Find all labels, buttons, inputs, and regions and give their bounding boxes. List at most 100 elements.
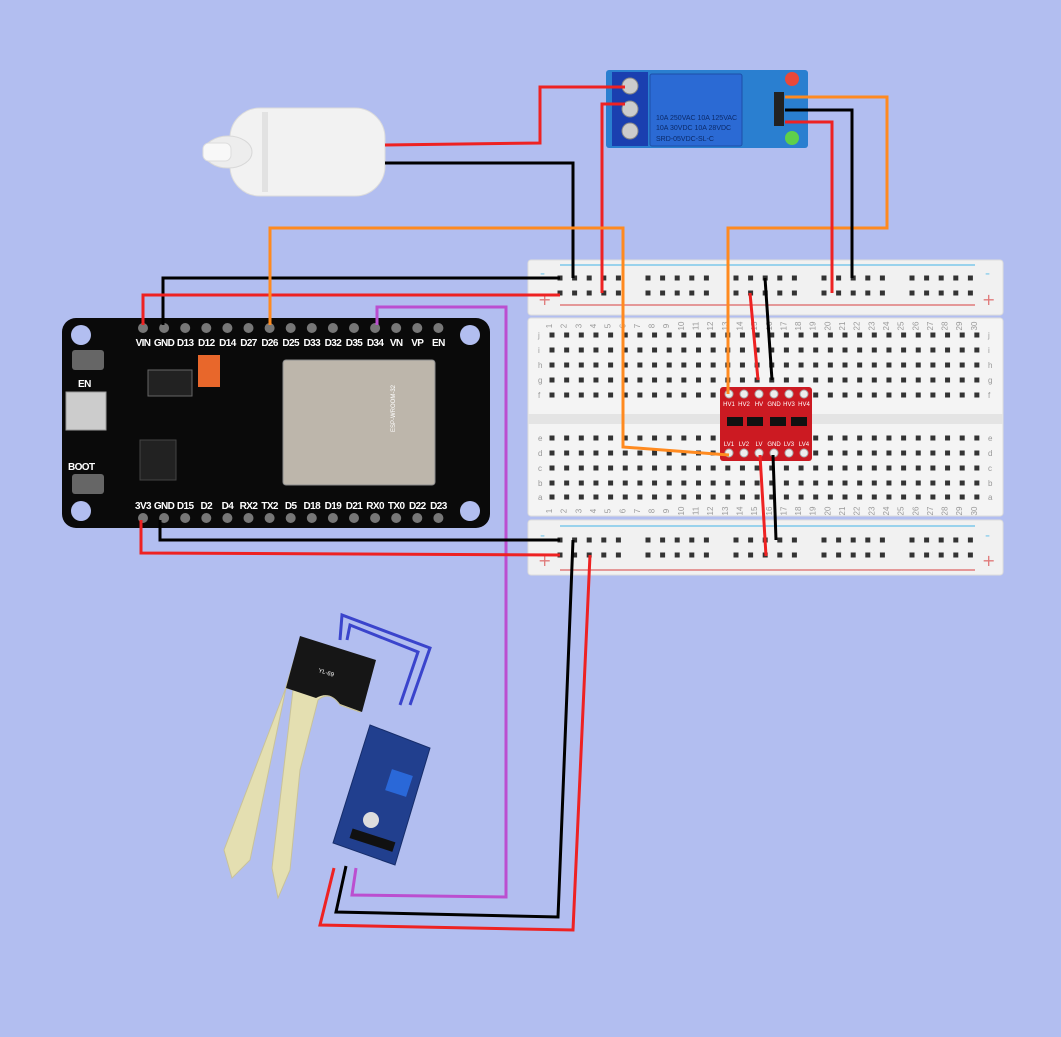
breadboard-hole[interactable]: [945, 494, 951, 500]
power-rail-hole[interactable]: [924, 537, 930, 543]
breadboard-hole[interactable]: [901, 450, 907, 456]
power-rail-hole[interactable]: [791, 537, 797, 543]
breadboard-hole[interactable]: [813, 465, 819, 471]
breadboard-hole[interactable]: [783, 465, 789, 471]
breadboard-hole[interactable]: [564, 332, 570, 338]
breadboard-hole[interactable]: [945, 435, 951, 441]
breadboard-hole[interactable]: [593, 392, 599, 398]
breadboard-hole[interactable]: [681, 347, 687, 353]
breadboard-hole[interactable]: [974, 377, 980, 383]
power-rail-hole[interactable]: [615, 552, 621, 558]
breadboard-hole[interactable]: [578, 332, 584, 338]
breadboard-hole[interactable]: [974, 450, 980, 456]
breadboard-hole[interactable]: [710, 392, 716, 398]
breadboard-hole[interactable]: [622, 494, 628, 500]
power-rail-hole[interactable]: [791, 290, 797, 296]
breadboard-hole[interactable]: [886, 435, 892, 441]
esp32-pin-vp[interactable]: [412, 323, 423, 333]
breadboard-hole[interactable]: [696, 332, 701, 338]
breadboard-hole[interactable]: [915, 377, 921, 383]
breadboard-hole[interactable]: [652, 332, 658, 338]
power-rail-hole[interactable]: [791, 275, 797, 281]
breadboard-hole[interactable]: [871, 480, 877, 486]
power-rail-hole[interactable]: [586, 275, 592, 281]
breadboard-hole[interactable]: [637, 392, 643, 398]
breadboard-hole[interactable]: [681, 392, 687, 398]
breadboard-hole[interactable]: [945, 332, 951, 338]
power-rail-hole[interactable]: [572, 290, 578, 296]
breadboard-hole[interactable]: [637, 347, 643, 353]
breadboard-hole[interactable]: [959, 494, 965, 500]
power-rail-hole[interactable]: [909, 275, 915, 281]
breadboard-hole[interactable]: [857, 377, 863, 383]
breadboard-hole[interactable]: [974, 392, 980, 398]
level-shifter-pin-lv3[interactable]: [784, 448, 794, 458]
power-rail-hole[interactable]: [865, 537, 871, 543]
breadboard-hole[interactable]: [842, 480, 848, 486]
breadboard-hole[interactable]: [871, 465, 877, 471]
breadboard-hole[interactable]: [666, 450, 672, 456]
breadboard-hole[interactable]: [710, 435, 716, 441]
breadboard-hole[interactable]: [681, 362, 687, 368]
breadboard-hole[interactable]: [798, 347, 804, 353]
power-rail-hole[interactable]: [938, 275, 944, 281]
breadboard-hole[interactable]: [652, 435, 658, 441]
breadboard-hole[interactable]: [593, 450, 599, 456]
power-rail-hole[interactable]: [865, 552, 871, 558]
breadboard-hole[interactable]: [637, 450, 643, 456]
breadboard-hole[interactable]: [886, 347, 892, 353]
breadboard-hole[interactable]: [666, 435, 672, 441]
power-rail-hole[interactable]: [748, 552, 754, 558]
power-rail-hole[interactable]: [777, 552, 783, 558]
breadboard-hole[interactable]: [813, 494, 819, 500]
breadboard-hole[interactable]: [930, 465, 936, 471]
breadboard-hole[interactable]: [578, 392, 584, 398]
breadboard-hole[interactable]: [652, 450, 658, 456]
power-rail-hole[interactable]: [836, 552, 842, 558]
esp32-pin-d34[interactable]: [370, 323, 381, 333]
breadboard-hole[interactable]: [666, 392, 672, 398]
breadboard-hole[interactable]: [549, 377, 555, 383]
breadboard-hole[interactable]: [652, 494, 658, 500]
breadboard-hole[interactable]: [549, 392, 555, 398]
breadboard-hole[interactable]: [798, 332, 804, 338]
power-rail-hole[interactable]: [938, 537, 944, 543]
breadboard-hole[interactable]: [739, 377, 745, 383]
esp32-pin-gnd[interactable]: [159, 323, 170, 333]
breadboard-hole[interactable]: [666, 465, 672, 471]
breadboard-hole[interactable]: [915, 480, 921, 486]
breadboard-hole[interactable]: [696, 377, 701, 383]
breadboard-hole[interactable]: [564, 480, 570, 486]
breadboard-hole[interactable]: [974, 480, 980, 486]
breadboard-hole[interactable]: [681, 332, 687, 338]
breadboard-hole[interactable]: [842, 435, 848, 441]
power-rail-hole[interactable]: [689, 537, 695, 543]
power-rail-hole[interactable]: [660, 552, 666, 558]
level-shifter-pin-hv[interactable]: [754, 389, 764, 399]
breadboard-hole[interactable]: [710, 480, 716, 486]
breadboard-hole[interactable]: [652, 480, 658, 486]
power-rail-hole[interactable]: [674, 290, 680, 296]
breadboard-hole[interactable]: [827, 480, 833, 486]
breadboard-hole[interactable]: [725, 465, 731, 471]
breadboard-hole[interactable]: [578, 435, 584, 441]
power-rail-hole[interactable]: [953, 552, 959, 558]
breadboard-hole[interactable]: [652, 362, 658, 368]
breadboard-hole[interactable]: [593, 480, 599, 486]
power-rail-hole[interactable]: [850, 537, 856, 543]
breadboard-hole[interactable]: [930, 377, 936, 383]
breadboard-hole[interactable]: [886, 450, 892, 456]
power-rail-hole[interactable]: [953, 290, 959, 296]
breadboard-hole[interactable]: [754, 480, 760, 486]
breadboard-hole[interactable]: [608, 392, 614, 398]
power-rail-hole[interactable]: [909, 552, 915, 558]
power-rail-hole[interactable]: [615, 290, 621, 296]
esp32-pin-d21[interactable]: [349, 513, 359, 523]
breadboard-hole[interactable]: [652, 377, 658, 383]
breadboard-hole[interactable]: [842, 494, 848, 500]
power-rail-hole[interactable]: [645, 552, 651, 558]
breadboard-hole[interactable]: [696, 435, 701, 441]
breadboard-hole[interactable]: [593, 377, 599, 383]
breadboard-hole[interactable]: [666, 480, 672, 486]
power-rail-hole[interactable]: [572, 275, 578, 281]
